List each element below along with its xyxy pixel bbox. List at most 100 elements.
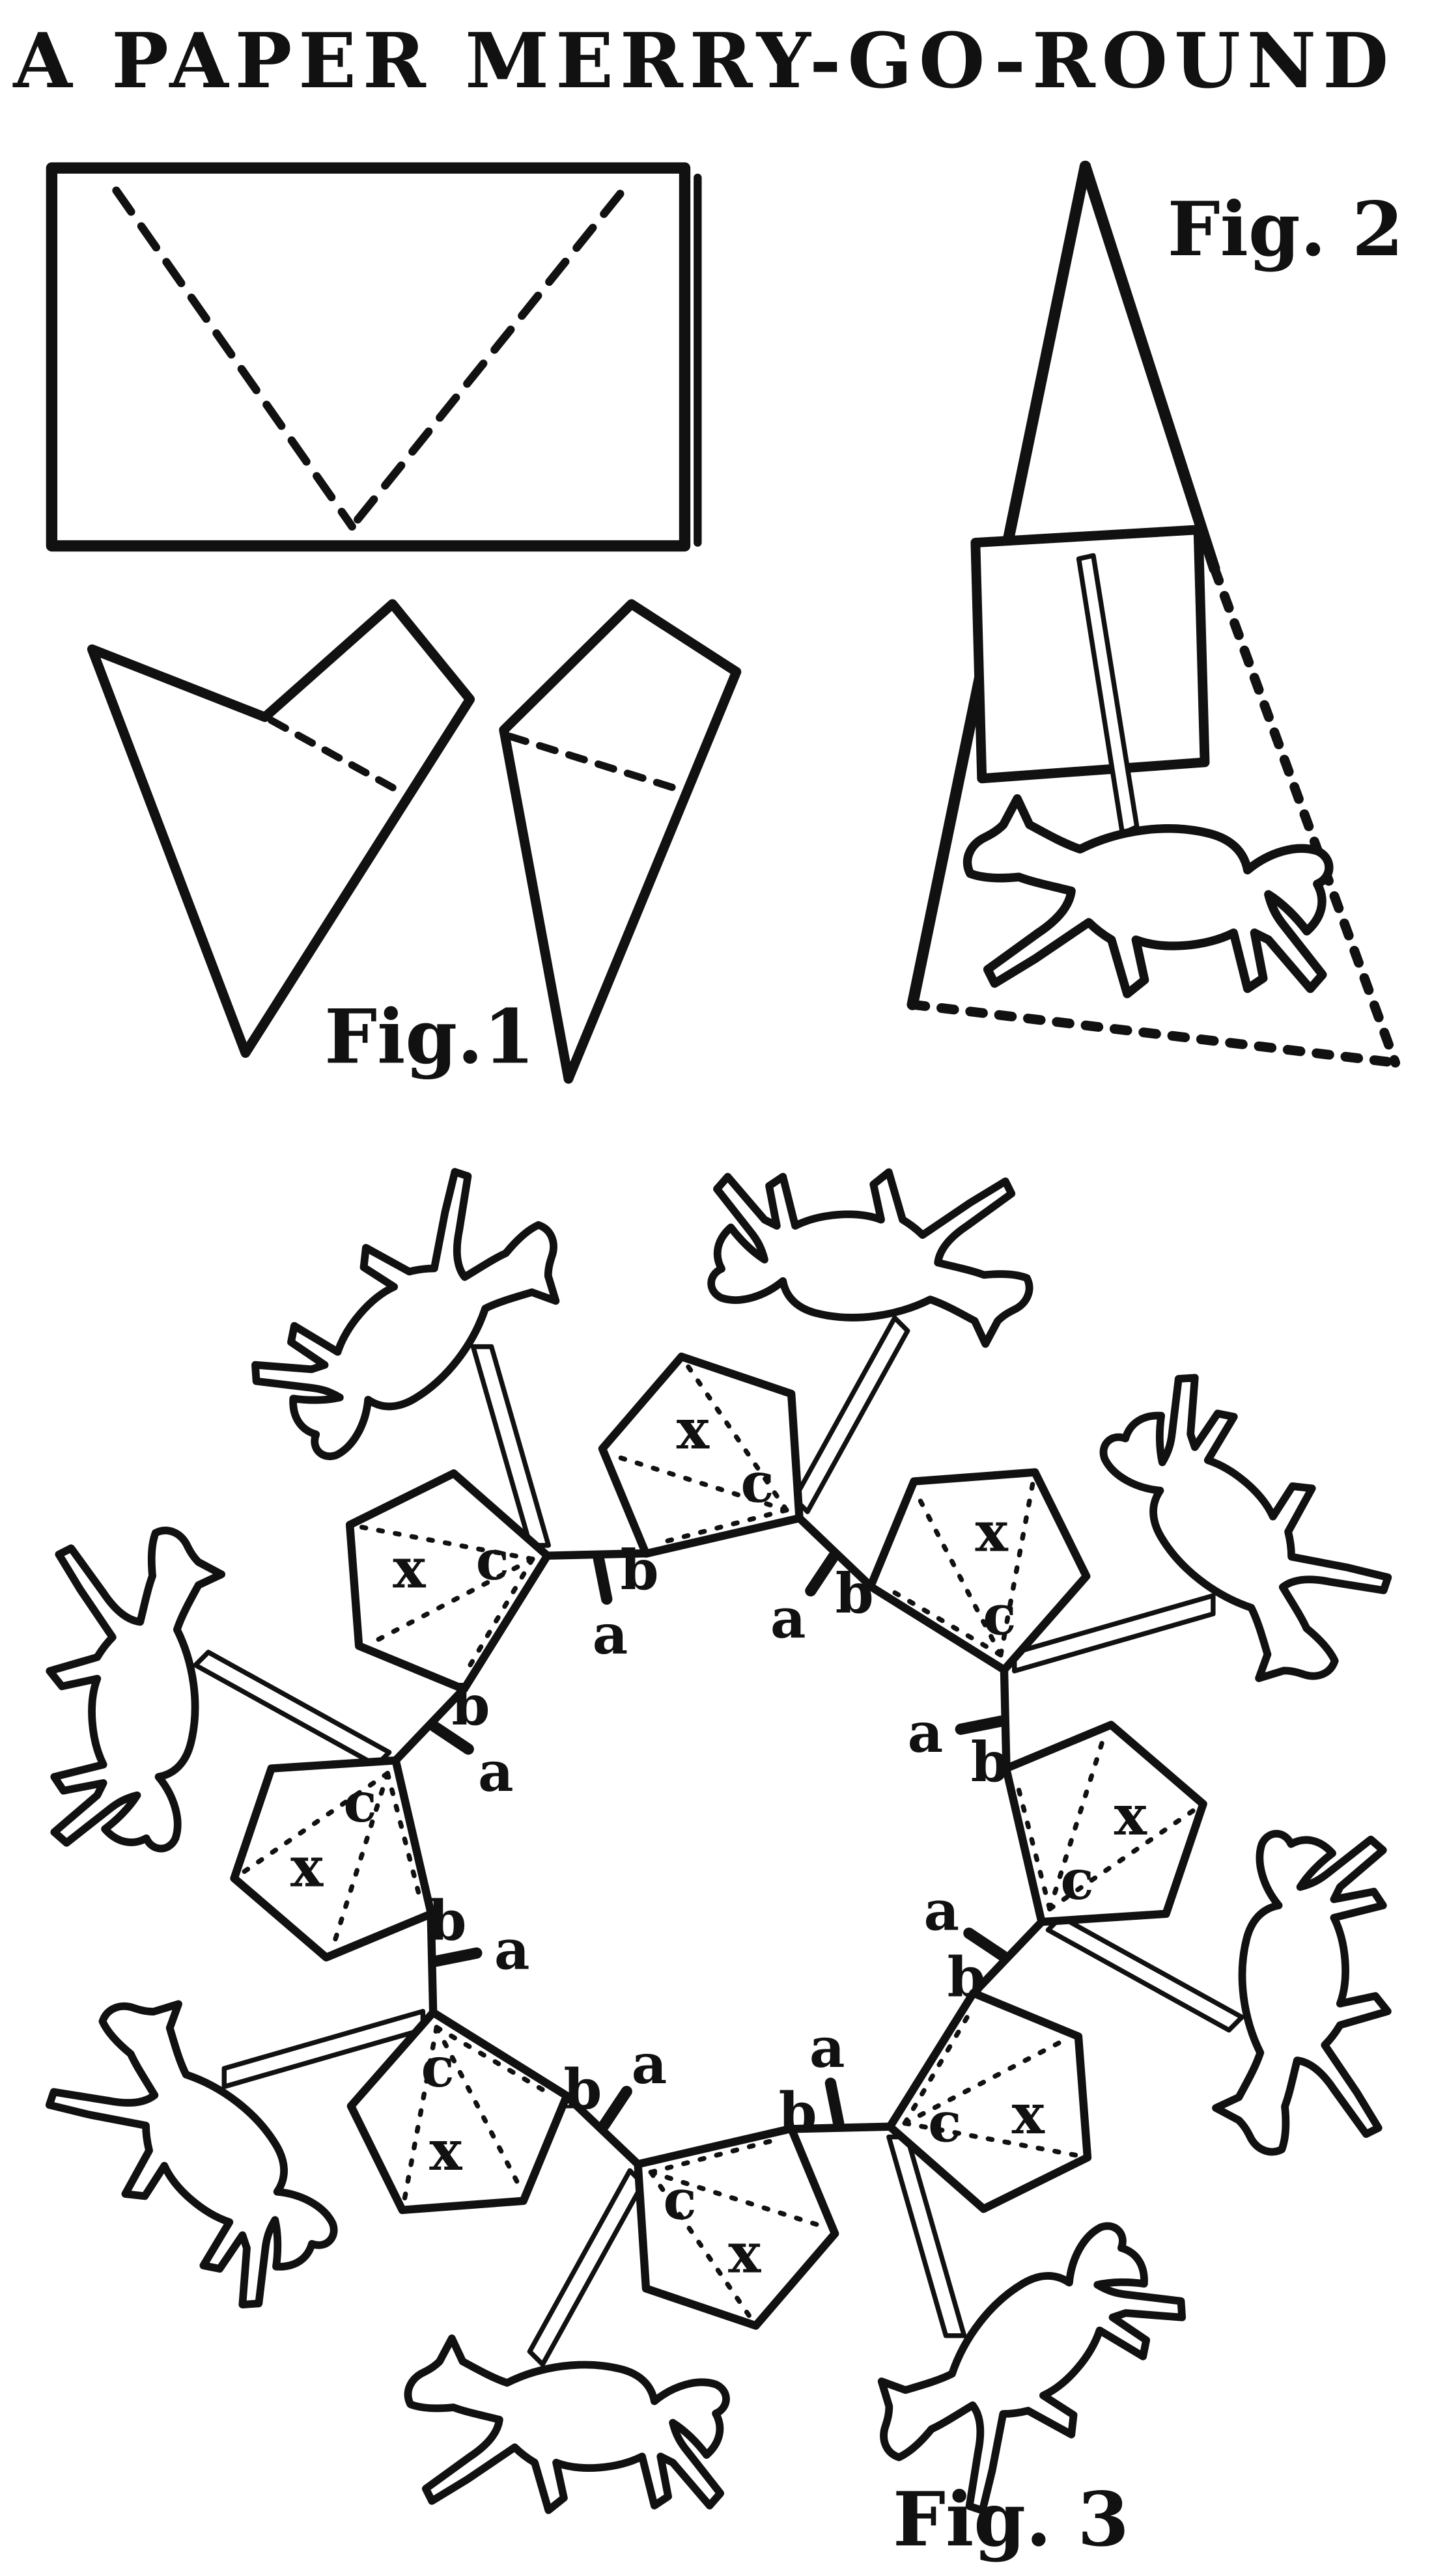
edge-letter-a: a: [632, 2032, 667, 2096]
corner-letter-c: c: [476, 1528, 509, 1592]
fold-dotted-line: [368, 1557, 535, 1646]
fig2-horse: [968, 799, 1329, 994]
fig1-fold-line-right-diagonal: [348, 189, 625, 531]
corner-letter-b: b: [452, 1673, 490, 1738]
horse-pole: [193, 1650, 392, 1768]
corner-letter-c: c: [740, 1450, 774, 1515]
fig1-kite-fold-line: [507, 732, 684, 794]
panel-letter-x: x: [393, 1536, 426, 1600]
fold-dotted-line: [648, 2135, 784, 2175]
corner-letter-b: b: [779, 2080, 817, 2144]
fold-dotted-line: [653, 1507, 789, 1547]
corner-letter-b: b: [621, 1538, 659, 1602]
edge-pointer-tick: [824, 2077, 845, 2129]
panel-letter-x: x: [976, 1499, 1009, 1564]
edge-pointer-tick: [963, 1927, 1009, 1962]
carousel-horse: [711, 1172, 1029, 1344]
corner-letter-b: b: [428, 1888, 466, 1952]
edge-pointer-tick: [593, 1553, 613, 1605]
fold-dotted-line: [648, 2170, 752, 2319]
carousel-horse: [1216, 1834, 1388, 2152]
fig2-triangle-right-side-dashed: [1209, 563, 1401, 1068]
fig1-group: Fig.1: [46, 162, 742, 1084]
edge-letter-a: a: [478, 1739, 514, 1804]
corner-letter-b: b: [563, 2057, 602, 2121]
fig2-caption: Fig. 2: [1168, 186, 1404, 273]
corner-letter-c: c: [343, 1770, 376, 1835]
edge-pointer-tick: [598, 2086, 632, 2131]
carousel-horse: [26, 1973, 372, 2320]
fold-dotted-line: [902, 2120, 1079, 2158]
fold-dotted-line: [902, 2004, 976, 2126]
edge-letter-a: a: [593, 1602, 628, 1667]
panel-letter-x: x: [290, 1835, 324, 1899]
panel-letter-x: x: [728, 2221, 761, 2285]
pentagon-panel: [866, 1468, 1091, 1674]
edge-letter-a: a: [923, 1878, 959, 1943]
edge-pointer-tick: [805, 1551, 839, 1597]
carousel-unit-3: [49, 1530, 474, 1962]
fig3-caption: Fig. 3: [893, 2476, 1129, 2563]
edge-pointer-tick: [428, 1721, 474, 1755]
panel-letter-x: x: [677, 1397, 710, 1461]
corner-letter-c: c: [1060, 1848, 1093, 1912]
edge-letter-a: a: [809, 2015, 845, 2080]
fig2-triangle-bottom-dashed: [907, 999, 1401, 1068]
fold-dotted-line: [434, 2025, 524, 2192]
fold-dotted-line: [1047, 1808, 1196, 1912]
carousel-unit-5: [598, 1172, 1030, 1597]
fold-dotted-line: [402, 2025, 440, 2202]
pentagon-panel: [230, 1756, 436, 1962]
fold-dotted-line: [330, 1771, 390, 1950]
fig1-fold-line-left-diagonal: [112, 186, 356, 531]
fold-dotted-line: [358, 1525, 535, 1562]
fold-dotted-line: [914, 1490, 1004, 1657]
fold-dotted-line: [610, 1452, 789, 1513]
panel-letter-x: x: [1012, 2082, 1045, 2146]
carousel-unit-6: [866, 1286, 1411, 1773]
fig1-heart-fold-line: [268, 716, 410, 799]
fold-dotted-line: [648, 2170, 828, 2230]
horse-pole: [792, 1315, 910, 1514]
carousel-unit-2: [26, 1910, 571, 2397]
fold-dotted-line: [685, 1364, 789, 1513]
pentagon-panel: [634, 2124, 839, 2330]
fold-dotted-line: [385, 1771, 424, 1907]
carousel-horse: [49, 1530, 221, 1849]
corner-letter-b: b: [948, 1945, 986, 2009]
fold-dotted-line: [461, 1557, 535, 1678]
carousel-horse: [1065, 1363, 1411, 1709]
carousel-unit-7: [963, 1721, 1388, 2152]
carousel-unit-4: [163, 1148, 650, 1694]
edge-letter-a: a: [770, 1586, 806, 1650]
fold-dotted-line: [434, 2025, 556, 2099]
carousel-unit-1: [408, 2086, 839, 2510]
page-title: A PAPER MERRY-GO-ROUND: [12, 17, 1395, 105]
corner-letter-c: c: [983, 1583, 1016, 1647]
horse-pole: [527, 2168, 645, 2367]
panel-letter-x: x: [429, 2118, 462, 2183]
pentagon-panel: [886, 1989, 1092, 2213]
edge-letter-a: a: [494, 1917, 530, 1982]
fold-dotted-line: [241, 1771, 390, 1875]
corner-letter-c: c: [663, 2167, 696, 2232]
fold-dotted-line: [1013, 1775, 1052, 1912]
fold-dotted-line: [998, 1481, 1035, 1657]
corner-letter-b: b: [971, 1730, 1009, 1794]
pentagon-panel: [346, 2008, 571, 2215]
fig1-caption: Fig.1: [324, 993, 535, 1080]
pentagon-panel: [1002, 1721, 1207, 1926]
edge-pointer-tick: [955, 1715, 1007, 1735]
carousel-unit-8: [787, 1989, 1274, 2534]
fig1-folded-heart-shape: [87, 599, 475, 1058]
corner-letter-c: c: [421, 2035, 455, 2099]
pentagon-panel: [598, 1352, 804, 1558]
edge-pointer-tick: [430, 1947, 483, 1967]
panel-letter-x: x: [1114, 1783, 1147, 1848]
corner-letter-b: b: [836, 1561, 874, 1626]
fig1-paper-rectangle: [46, 162, 691, 552]
fig1-folded-kite-shape: [499, 599, 742, 1084]
